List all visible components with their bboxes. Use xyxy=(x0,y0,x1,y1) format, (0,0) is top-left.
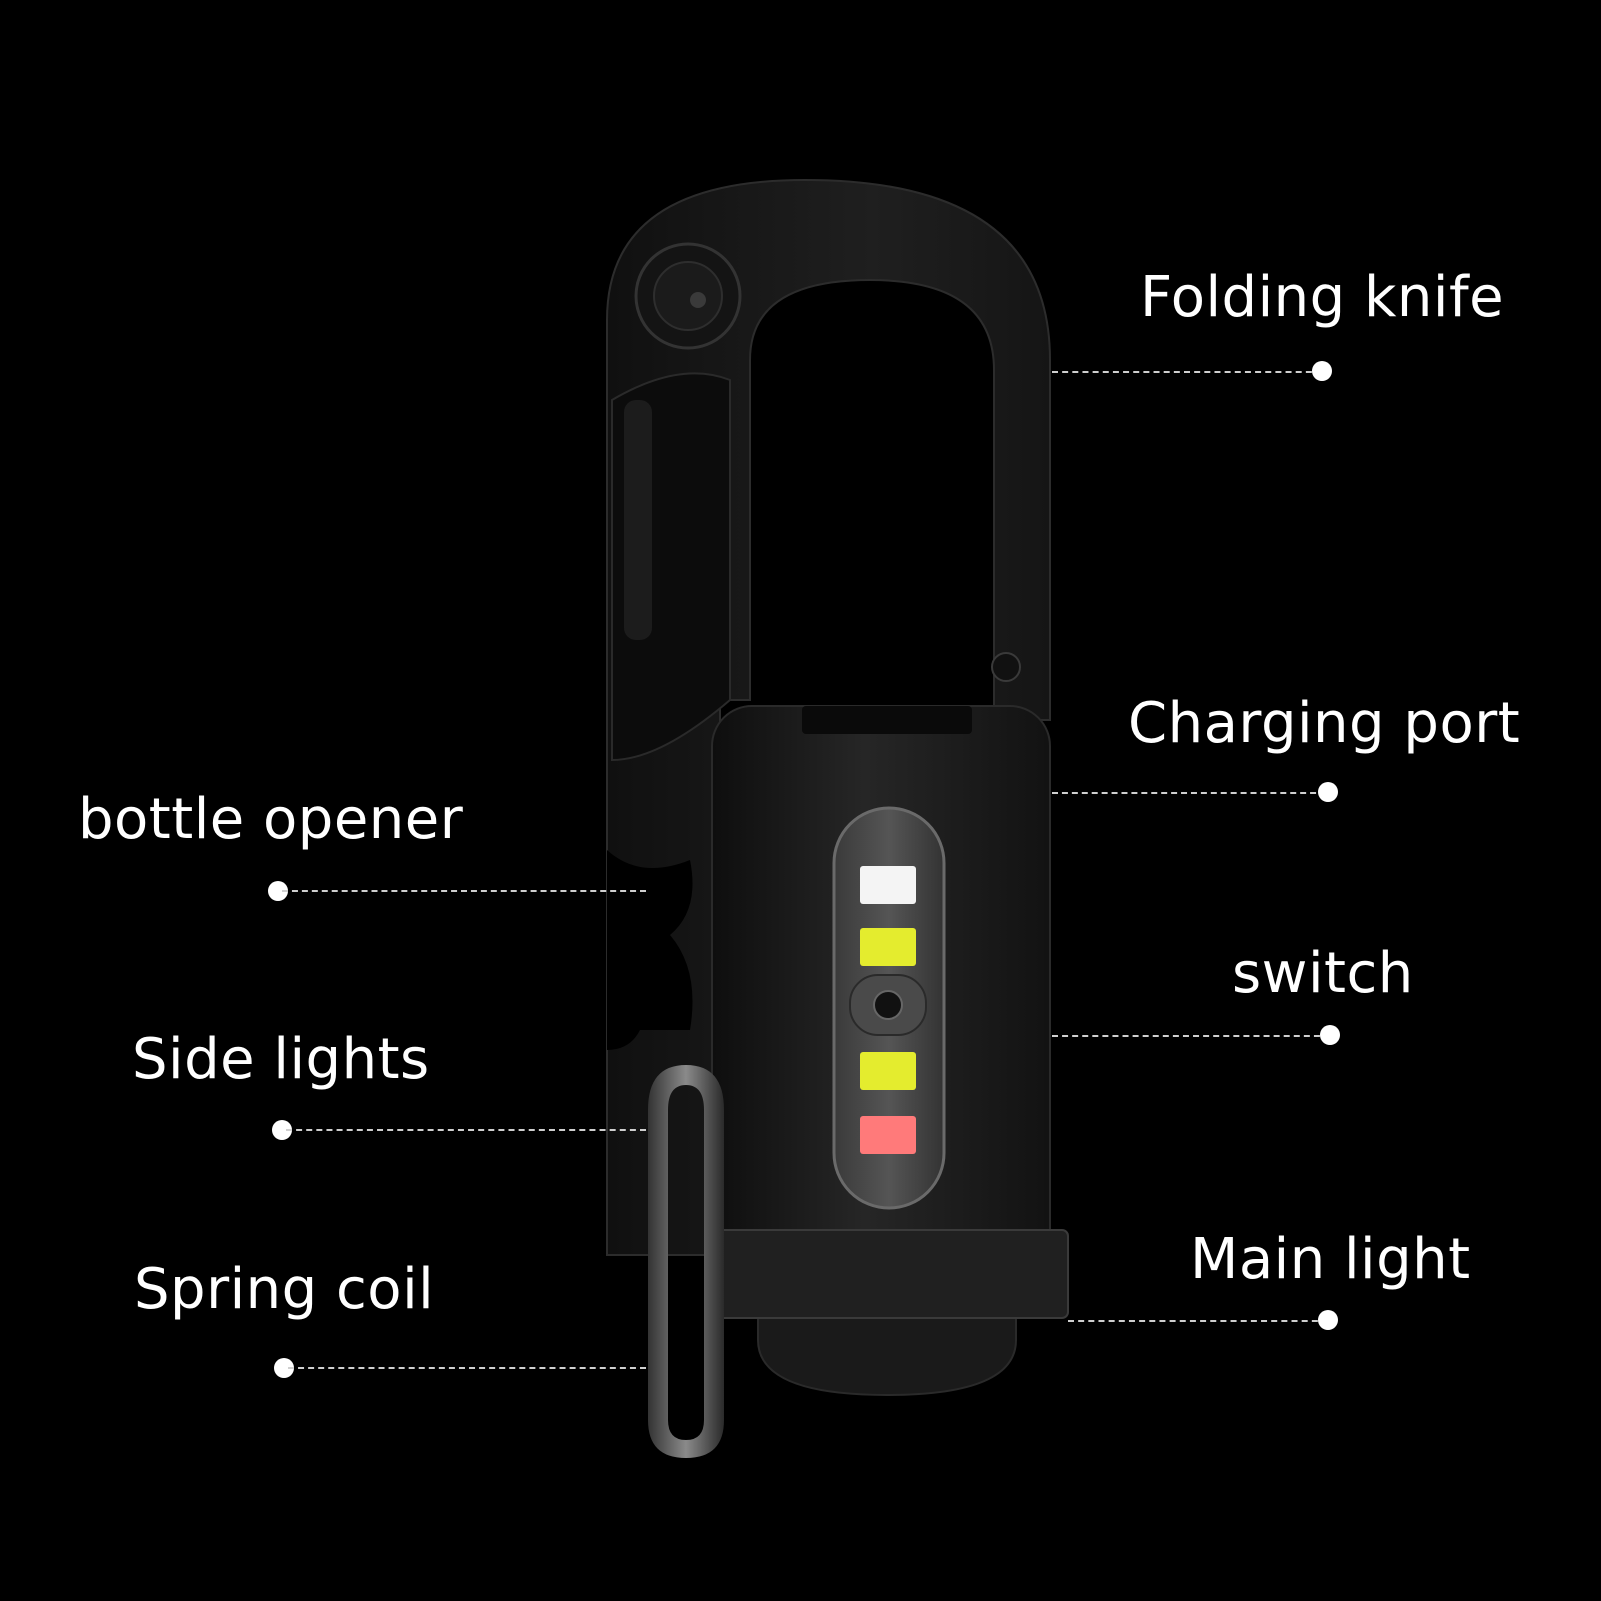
dot-charging-port xyxy=(1318,782,1338,802)
led-red xyxy=(860,1116,916,1154)
dot-main-light xyxy=(1318,1310,1338,1330)
led-yellow-bottom xyxy=(860,1052,916,1090)
leader-main-light xyxy=(1068,1320,1328,1322)
leader-switch xyxy=(1052,1035,1330,1037)
bottle-opener-notch xyxy=(607,850,693,1050)
label-spring-coil: Spring coil xyxy=(134,1257,435,1322)
main-light-lens xyxy=(757,1299,1017,1397)
charging-port-cover xyxy=(802,706,972,734)
leader-side-lights xyxy=(286,1129,646,1131)
led-white xyxy=(860,866,916,904)
label-switch: switch xyxy=(1232,941,1414,1006)
dot-bottle-opener xyxy=(268,881,288,901)
label-side-lights: Side lights xyxy=(132,1027,430,1092)
label-bottle-opener: bottle opener xyxy=(78,787,464,852)
spring-coil-ring xyxy=(648,1065,724,1458)
knife-slot xyxy=(624,400,652,640)
leader-charging-port xyxy=(1052,792,1326,794)
led-yellow-top xyxy=(860,928,916,966)
label-main-light: Main light xyxy=(1190,1227,1471,1292)
switch-button xyxy=(873,990,903,1020)
leader-spring-coil xyxy=(288,1367,646,1369)
dot-switch xyxy=(1320,1025,1340,1045)
label-charging-port: Charging port xyxy=(1128,691,1521,756)
leader-folding-knife xyxy=(1052,371,1322,373)
gate-pin xyxy=(991,652,1021,682)
dot-side-lights xyxy=(272,1120,292,1140)
dot-folding-knife xyxy=(1312,361,1332,381)
main-light-collar xyxy=(715,1229,1069,1319)
label-folding-knife: Folding knife xyxy=(1140,265,1505,330)
leader-bottle-opener xyxy=(282,890,646,892)
dot-spring-coil xyxy=(274,1358,294,1378)
